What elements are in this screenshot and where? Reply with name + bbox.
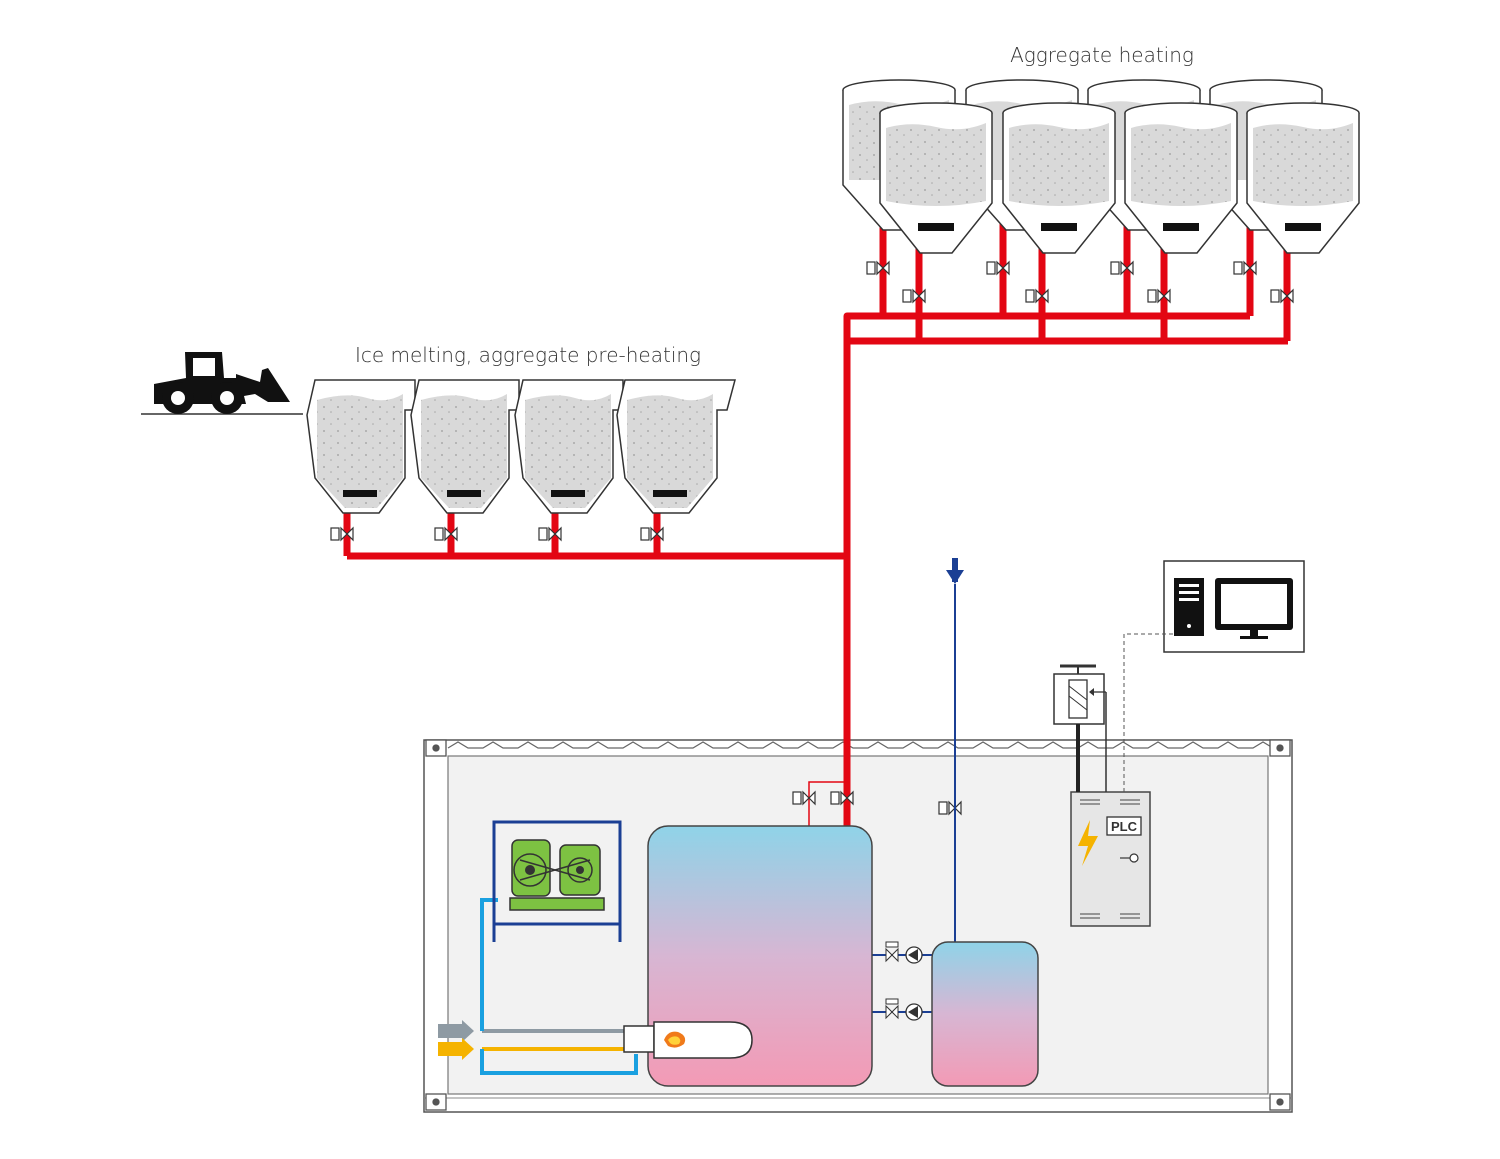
valve: [1110, 260, 1134, 276]
fuel-lines: [438, 898, 638, 1075]
lightning-icon: [1078, 820, 1098, 866]
hopper: [306, 379, 416, 514]
valve: [986, 260, 1010, 276]
aggregate-heating-label: Aggregate heating: [1010, 43, 1194, 67]
hopper: [410, 379, 520, 514]
circulation-pump: [885, 998, 923, 1021]
ice-melting-label: Ice melting, aggregate pre-heating: [355, 343, 701, 367]
pump-motor-unit: [492, 820, 622, 942]
control-computer: [1123, 560, 1305, 792]
valve: [1270, 288, 1294, 304]
burner: [623, 1021, 753, 1059]
plc-label: PLC: [1111, 819, 1138, 834]
silo: [1124, 102, 1238, 254]
ice-melting-hoppers: [306, 379, 736, 514]
flame-icon: [664, 1031, 686, 1048]
hopper: [514, 379, 624, 514]
valve: [434, 526, 458, 542]
valve: [538, 526, 562, 542]
valve: [1147, 288, 1171, 304]
valve: [330, 526, 354, 542]
valve-actuator: [1053, 664, 1107, 792]
valve: [866, 260, 890, 276]
secondary-tank: [931, 941, 1039, 1087]
aggregate-silos: [842, 79, 1360, 254]
silo: [879, 102, 993, 254]
wheel-loader-icon: [141, 352, 303, 415]
valve: [1025, 288, 1049, 304]
key-icon: [1120, 853, 1139, 863]
circulation-pump: [885, 941, 923, 964]
valve: [902, 288, 926, 304]
silo: [1246, 102, 1360, 254]
valves: [330, 260, 1294, 816]
hopper: [616, 379, 736, 514]
valve: [1233, 260, 1257, 276]
desktop-computer-icon: [1174, 578, 1293, 639]
plc-cabinet: PLC: [1070, 791, 1151, 927]
valve: [830, 790, 854, 806]
valve: [792, 790, 816, 806]
valve: [640, 526, 664, 542]
buffer-tank: [647, 825, 873, 1087]
corner-fitting: [425, 739, 1291, 1111]
silo: [1002, 102, 1116, 254]
bypass-line: [808, 781, 847, 826]
